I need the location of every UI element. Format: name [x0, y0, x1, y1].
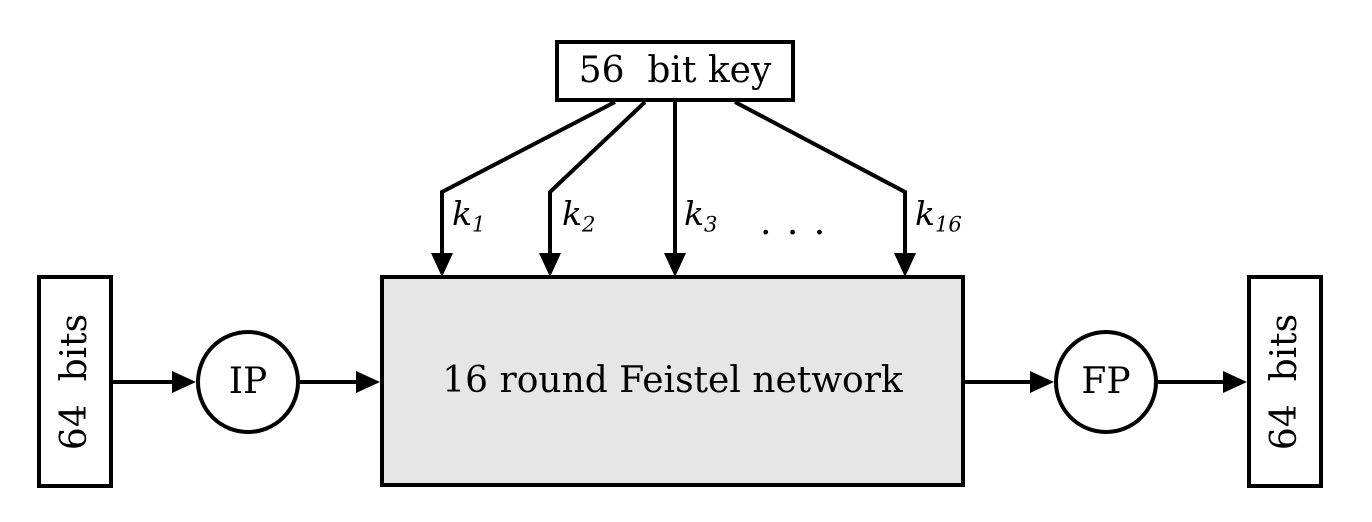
- key-arrow-k16-line: [734, 100, 907, 258]
- k2-base: k: [562, 194, 582, 233]
- feistel-network-label: 16 round Feistel network: [442, 360, 903, 401]
- k3-subscript: 3: [704, 211, 718, 237]
- key-arrow-k1-line: [440, 100, 616, 258]
- ip-node: IP: [196, 330, 300, 434]
- fp-node: FP: [1054, 330, 1158, 434]
- output-bits-label: 64 bits: [1264, 313, 1306, 450]
- key-box: 56 bit key: [555, 40, 795, 102]
- ip-label: IP: [228, 361, 268, 402]
- k16-base: k: [915, 194, 935, 233]
- key-arrow-k1-arrowhead-icon: [431, 253, 453, 277]
- k1-subscript: 1: [472, 211, 486, 237]
- key-ellipsis: . . .: [760, 202, 828, 243]
- feistel-network-box: 16 round Feistel network: [380, 275, 965, 487]
- arrow-ip-to-feistel-arrowhead-icon: [356, 371, 380, 393]
- input-bits-label: 64 bits: [54, 313, 96, 450]
- input-bits-box: 64 bits: [37, 275, 113, 488]
- k1-base: k: [452, 194, 472, 233]
- arrow-input-to-ip-arrowhead-icon: [172, 371, 196, 393]
- key-arrow-k16-arrowhead-icon: [894, 253, 916, 277]
- k3-base: k: [684, 194, 704, 233]
- round-key-label-k1: k1: [452, 194, 486, 237]
- key-arrow-k2-line: [548, 100, 647, 258]
- fp-label: FP: [1081, 361, 1131, 402]
- key-box-label: 56 bit key: [578, 50, 772, 91]
- round-key-label-k16: k16: [915, 194, 962, 237]
- round-key-label-k3: k3: [684, 194, 718, 237]
- k16-subscript: 16: [935, 211, 962, 237]
- arrow-feistel-to-fp-arrowhead-icon: [1030, 371, 1054, 393]
- key-arrow-k2-arrowhead-icon: [539, 253, 561, 277]
- key-arrow-k3-arrowhead-icon: [664, 253, 686, 277]
- round-key-label-k2: k2: [562, 194, 596, 237]
- k2-subscript: 2: [582, 211, 596, 237]
- output-bits-box: 64 bits: [1247, 275, 1323, 488]
- arrow-fp-to-output-arrowhead-icon: [1223, 371, 1247, 393]
